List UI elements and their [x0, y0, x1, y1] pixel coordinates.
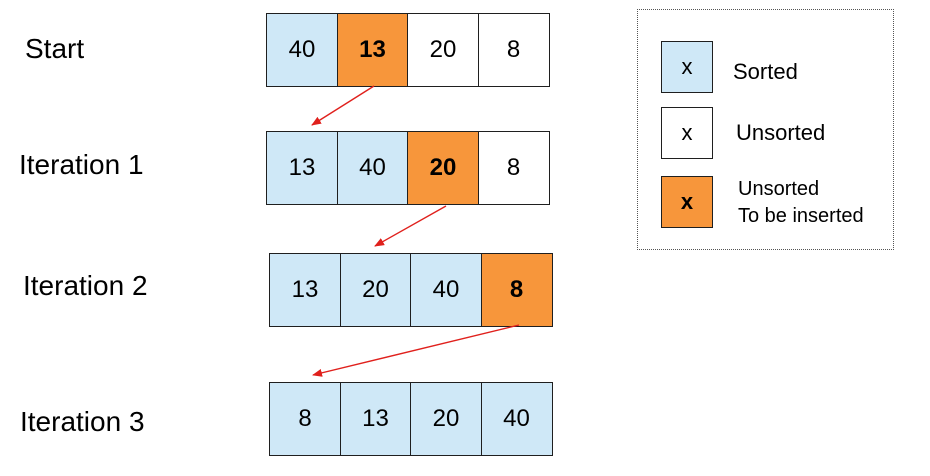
array-cell: 8 — [477, 13, 550, 87]
arrow-iteration-2-to-iteration-3 — [312, 324, 520, 377]
array-cell: 8 — [269, 382, 341, 456]
array-cell: 8 — [480, 253, 553, 327]
array-cell: 40 — [410, 253, 482, 327]
legend-label-to-be-inserted: Unsorted To be inserted — [738, 176, 864, 230]
legend-label-unsorted: Unsorted — [736, 120, 826, 145]
array-cell: 40 — [336, 131, 409, 205]
row-label-start: Start — [25, 33, 85, 64]
arrow-iteration-1-to-iteration-2 — [374, 205, 447, 247]
array-row-iteration-1: 13 40 20 8 — [266, 131, 550, 205]
legend: x Sorted x Unsorted x Unsorted To be ins… — [637, 9, 894, 250]
array-cell: 20 — [339, 253, 412, 327]
legend-swatch-unsorted: x — [661, 107, 713, 159]
array-cell: 20 — [410, 382, 482, 456]
array-row-iteration-3: 8 13 20 40 — [269, 382, 553, 456]
legend-label-sorted: Sorted — [733, 59, 798, 84]
row-label-iteration-3: Iteration 3 — [20, 406, 145, 437]
legend-swatch-sorted: x — [661, 41, 713, 93]
legend-label-line-2: To be inserted — [738, 205, 864, 227]
legend-label-line-1: Unsorted — [738, 178, 820, 200]
row-label-iteration-2: Iteration 2 — [23, 270, 148, 301]
array-cell: 13 — [336, 13, 409, 87]
array-cell: 20 — [407, 131, 479, 205]
array-cell: 13 — [266, 131, 338, 205]
array-cell: 40 — [266, 13, 338, 87]
array-cell: 13 — [339, 382, 412, 456]
array-cell: 40 — [480, 382, 553, 456]
array-cell: 20 — [407, 13, 479, 87]
arrow-start-to-iteration-1 — [311, 85, 375, 126]
array-cell: 8 — [477, 131, 550, 205]
array-row-iteration-2: 13 20 40 8 — [269, 253, 553, 327]
array-row-start: 40 13 20 8 — [266, 13, 550, 87]
row-label-iteration-1: Iteration 1 — [19, 149, 144, 180]
legend-swatch-to-be-inserted: x — [661, 176, 713, 228]
array-cell: 13 — [269, 253, 341, 327]
